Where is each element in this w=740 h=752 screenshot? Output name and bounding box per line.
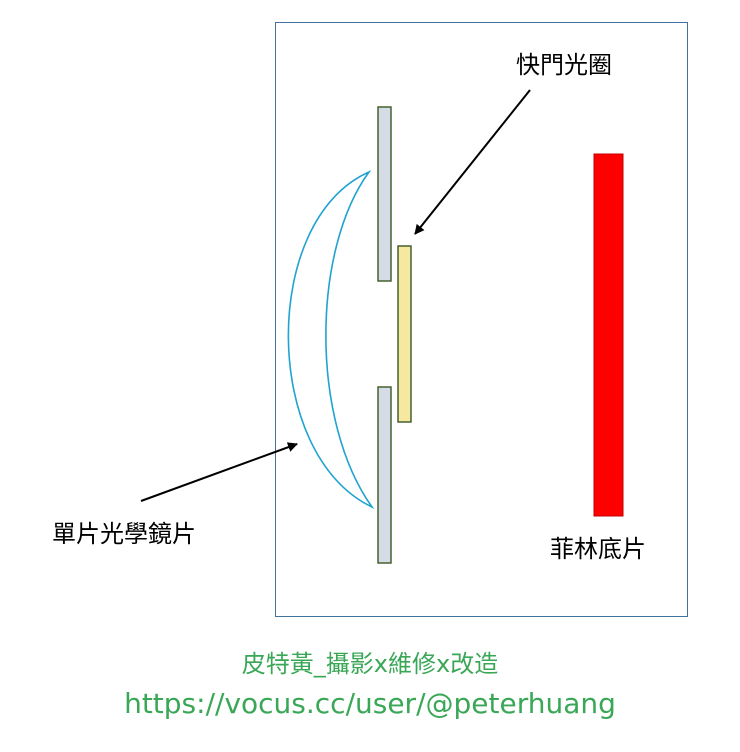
footer-url[interactable]: https://vocus.cc/user/@peterhuang (124, 687, 616, 720)
upper-barrier-plate (377, 106, 392, 282)
lower-barrier-plate (377, 386, 392, 564)
shutter-aperture (397, 245, 412, 423)
film-plane (593, 153, 624, 517)
single-element-lens (287, 170, 375, 510)
camera-frame (275, 22, 688, 617)
film-label: 菲林底片 (550, 535, 646, 563)
shutter-label: 快門光圈 (516, 51, 612, 79)
lens-pointer-arrow (140, 442, 298, 502)
shutter-pointer-arrow (414, 89, 531, 235)
lens-label: 單片光學鏡片 (52, 520, 196, 548)
footer-title: 皮特黃_攝影x維修x改造 (241, 650, 499, 678)
